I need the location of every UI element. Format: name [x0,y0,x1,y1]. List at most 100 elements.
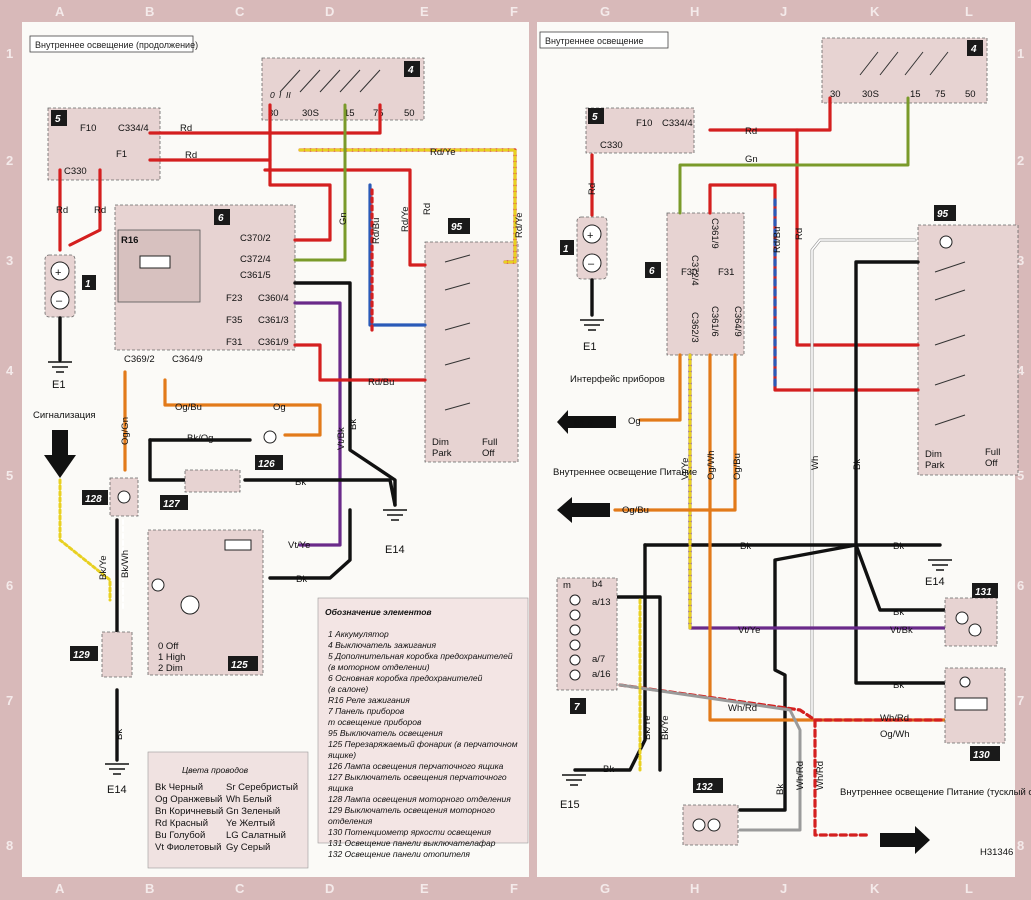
wire-colour-legend [147,751,309,869]
svg-text:95 Выключатель освещения: 95 Выключатель освещения [328,728,443,738]
svg-text:6/E6: 6/E6 [574,418,594,429]
svg-text:127: 127 [163,499,180,510]
svg-text:Bn Коричневый: Bn Коричневый [155,806,223,817]
potentiometer-icon [954,697,988,711]
svg-text:F31: F31 [718,267,734,278]
ground-icon [562,774,586,786]
svg-text:75: 75 [373,108,384,119]
svg-text:F31: F31 [226,337,242,348]
svg-text:F23: F23 [226,293,242,304]
svg-text:Rd/Ye: Rd/Ye [514,212,525,238]
svg-text:Rd: Rd [587,183,598,195]
svg-text:Wh Белый: Wh Белый [226,794,272,805]
svg-text:Og/Bu: Og/Bu [732,453,743,480]
svg-text:125 Перезаряжаемый фонарик (в: 125 Перезаряжаемый фонарик (в перчаточно… [328,739,518,749]
switch-contacts-right [859,51,949,76]
svg-text:Rd: Rd [745,126,757,137]
svg-text:Gn: Gn [745,154,758,165]
lamp-icon [692,818,706,832]
svg-text:R16 Реле зажигания: R16 Реле зажигания [328,695,410,705]
wire-rd-c334 [148,103,382,135]
ground-icon [928,559,952,571]
ignition-switch-4-right [821,37,988,104]
svg-text:J: J [780,881,787,896]
svg-text:A: A [55,4,65,19]
wire-bk-95 [854,260,920,547]
svg-text:5: 5 [592,112,598,123]
svg-text:Wh/Rd: Wh/Rd [728,703,757,714]
element-key [317,597,529,844]
svg-text:E: E [420,881,429,896]
svg-text:6 Основная коробка предохр: 6 Основная коробка предохранителей [328,673,483,683]
lamp-icon [569,624,581,636]
svg-text:F35: F35 [226,315,242,326]
svg-text:Bk Черный: Bk Черный [155,782,203,793]
svg-text:a/7: a/7 [592,654,605,665]
ground-e14-right: E14 [925,576,945,588]
svg-text:B: B [145,4,154,19]
svg-text:Vt/Ye: Vt/Ye [288,540,310,551]
svg-text:Gn: Gn [338,212,349,225]
svg-text:отделения: отделения [328,816,373,826]
svg-text:1 Аккумулятор: 1 Аккумулятор [328,629,389,639]
svg-text:1: 1 [563,244,569,255]
tag-4-left [404,61,420,77]
svg-text:50: 50 [965,89,976,100]
ground-e15: E15 [560,799,580,811]
svg-text:Ye Желтый: Ye Желтый [226,818,275,829]
signal-arrow-icon [44,430,76,478]
svg-text:F30: F30 [681,267,697,278]
svg-text:0 Off: 0 Off [158,641,179,652]
svg-text:30S: 30S [302,108,319,119]
torch-125 [147,529,264,676]
svg-text:Bk: Bk [295,477,306,488]
svg-text:Og: Og [628,416,641,427]
svg-text:a/13: a/13 [592,597,611,608]
wire-gn-right [678,96,910,215]
svg-text:5: 5 [55,114,61,125]
svg-text:Dim: Dim [925,449,942,460]
svg-text:4 Выключатель зажигания: 4 Выключатель зажигания [328,640,436,650]
wire-rd-to-95 [263,168,427,267]
svg-text:+: + [587,230,593,242]
svg-text:Bk: Bk [603,764,614,775]
svg-text:15: 15 [344,108,355,119]
svg-text:7: 7 [6,693,13,708]
svg-text:Sr Серебристый: Sr Серебристый [226,782,298,793]
svg-text:–: – [588,258,595,270]
wire-ogbu-right [613,353,737,512]
svg-text:C369/2: C369/2 [124,354,155,365]
svg-text:J: J [780,4,787,19]
svg-text:128: 128 [85,494,102,505]
svg-text:130 Потенциометр яркости осве: 130 Потенциометр яркости освещения [328,827,492,837]
wire-rd-right-95 [795,128,920,347]
svg-text:7: 7 [574,702,580,713]
svg-text:30S: 30S [862,89,879,100]
svg-text:30: 30 [268,108,279,119]
left-header: Внутреннее освещение (продолжение) [35,40,198,50]
svg-text:4: 4 [6,363,14,378]
light-switch-95-right [917,224,1019,476]
svg-text:F: F [510,881,518,896]
svg-text:Rd/Bu: Rd/Bu [772,227,783,253]
battery-plus-icon [582,224,602,244]
right-header-box [539,31,669,49]
switch-127 [184,469,241,493]
svg-text:6: 6 [6,578,13,593]
svg-text:Og Оранжевый: Og Оранжевый [155,794,222,805]
svg-text:C: C [235,4,245,19]
lamp-icon [151,578,165,592]
grid-column-labels: A B C D E F G H J K L A B C D E F G H J … [55,4,973,896]
svg-text:+: + [55,267,61,279]
svg-text:132: 132 [696,782,713,793]
svg-text:Wh/Rd: Wh/Rd [815,761,826,790]
svg-text:C361/6: C361/6 [709,306,720,337]
svg-text:C372/4: C372/4 [689,255,700,286]
svg-text:2 Dim: 2 Dim [158,663,183,674]
svg-text:6: 6 [218,213,224,224]
svg-text:126: 126 [258,459,275,470]
svg-text:m: m [563,580,571,591]
switch95-contacts-right [934,261,966,426]
lamp-icon [569,669,581,681]
wire-rd-f1 [148,158,332,242]
